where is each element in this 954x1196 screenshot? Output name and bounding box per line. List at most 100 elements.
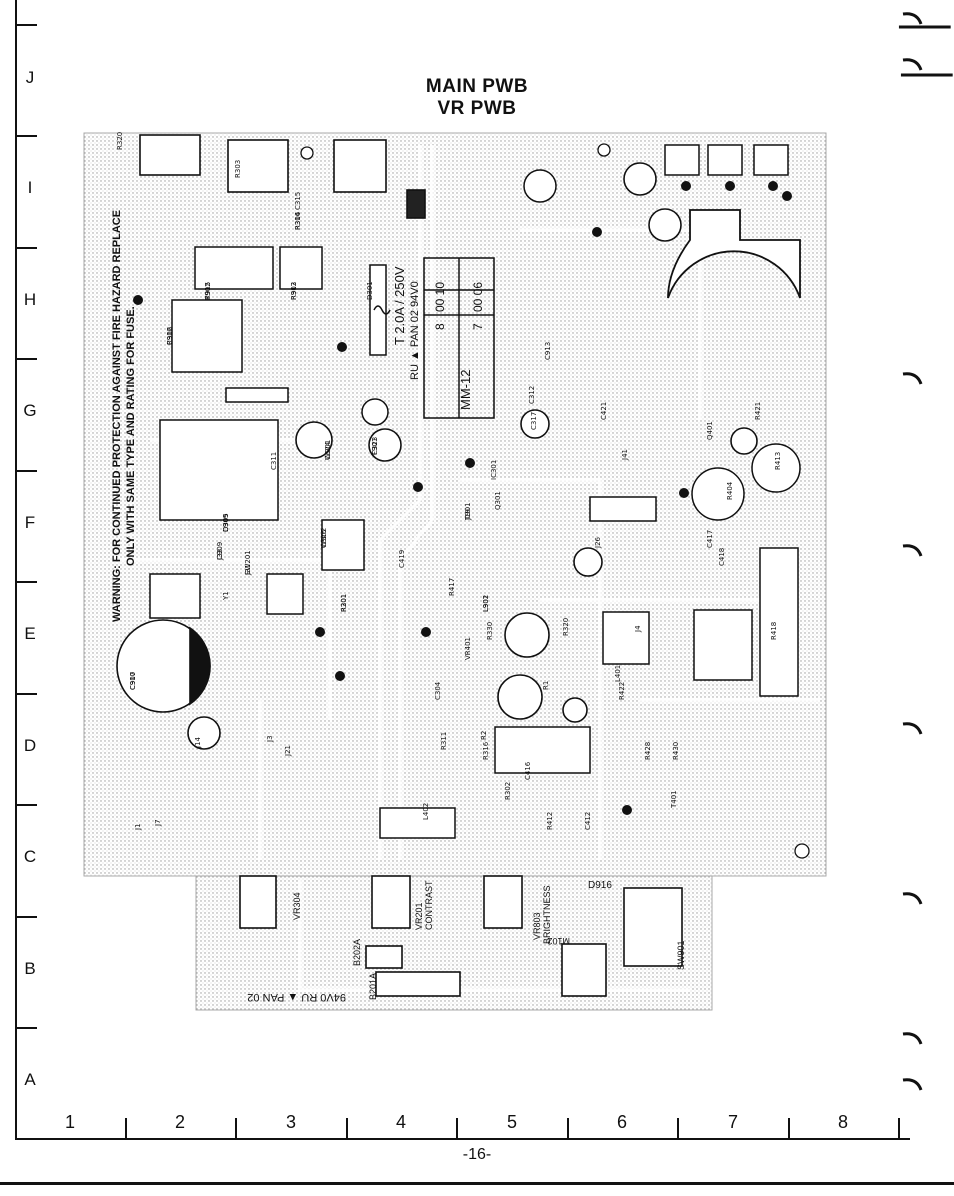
row-label-d: D [23,736,37,755]
designator-d305: D305 [222,513,230,532]
label-vr201: VR201 [414,902,424,930]
designator-r2: R2 [480,731,488,740]
designator-w901: W901 [324,440,332,460]
designator-c317: C317 [530,412,538,430]
column-label-6: 6 [616,1112,627,1132]
designator-c913: C913 [544,342,552,360]
designator-j21: J21 [284,745,292,757]
designator-r413: R413 [774,452,782,470]
designator-c323: C323 [371,437,379,455]
designator-j4: J4 [634,625,642,633]
designator-c302: C302 [166,327,174,345]
column-label-1: 1 [64,1112,75,1132]
mounting-hole [300,143,810,859]
designator-r915: R915 [204,282,212,300]
row-divider [15,1027,37,1029]
ic-package [379,496,799,839]
column-label-8: 8 [837,1112,848,1132]
designator-ic301: IC301 [490,460,498,480]
binding-marks [902,12,923,1091]
designator-r412: R412 [546,812,554,830]
designator-c307: C307 [129,672,137,690]
designator-t902: T902 [204,282,212,301]
designator-r303: R303 [234,160,242,178]
designator-t901: T901 [464,502,472,521]
top-connectors [139,134,426,219]
designator-c311: C311 [270,452,278,470]
designator-c418: C418 [718,548,726,566]
test-point [133,181,792,815]
row-label-b: B [24,959,36,978]
designator-c324: C324 [324,441,332,460]
designator-r314: R314 [294,211,302,230]
designator-r1: R1 [542,681,550,690]
code-0006: 00 06 [471,282,485,312]
designator-j19: J19 [464,509,472,521]
label-sw901: SW901 [676,940,686,970]
designator-d301: D301 [366,281,374,300]
label-b202a: B202A [352,939,362,966]
column-divider [125,1118,127,1140]
designator-vr401: VR401 [464,637,472,660]
trimmer-pot [664,144,789,176]
title-vr-pwb: VR PWB [437,98,517,119]
designator-c315: C315 [294,192,302,210]
row-label-j: J [25,68,35,87]
code-0010: 00 10 [433,282,447,312]
column-divider [235,1118,237,1140]
column-label-3: 3 [285,1112,296,1132]
designator-r404: R404 [726,481,734,500]
row-divider [15,581,37,583]
designator-l302: L302 [482,595,490,612]
designator-c326: C326 [320,529,328,548]
designator-sw201: SW201 [244,550,252,575]
board-marking-main: RU ▲ PAN 02 94V0 [409,281,421,380]
fuse-rating-text: T 2.0A / 250V [392,266,407,345]
designator-r916: R916 [166,326,174,345]
vr-board-parts [239,875,683,997]
warning-text-line1: WARNING: FOR CONTINUED PROTECTION AGAINS… [111,210,123,622]
designator-c421: C421 [600,402,608,420]
fuse-f901 [369,264,391,356]
designator-q301: Q301 [494,491,502,510]
column-divider [898,1118,900,1140]
designator-c412: C412 [584,812,592,830]
label-b201a: B201A [368,973,378,1000]
label-brightness: BRIGHTNESS [542,885,552,944]
row-divider [15,470,37,472]
designator-j33: J33 [216,549,224,561]
designator-j3: J3 [266,735,274,743]
code-8: 8 [433,323,447,330]
row-label-g: G [23,401,37,420]
designator-c312: C312 [528,386,536,404]
page-number: -16- [462,1146,492,1163]
row-divider [15,24,37,26]
designator-l901: L901 [482,595,490,612]
designator-c910: C910 [129,672,137,690]
row-divider [15,358,37,360]
designator-c909: C909 [222,514,230,532]
label-contrast: CONTRAST [424,880,434,930]
designator-c416: C416 [524,761,532,780]
designator-r418: R418 [770,622,778,640]
column-label-4: 4 [395,1112,406,1132]
designator-c419: C419 [398,550,406,568]
label-m102: M102 [547,936,570,946]
yoke-outline [667,209,801,299]
row-divider [15,135,37,137]
designator-r311: R311 [440,732,448,750]
row-label-h: H [23,290,37,309]
designator-r306: R306 [294,211,302,230]
designator-r320: R320 [116,132,124,150]
transformer-block [149,246,365,619]
designator-w902: W902 [320,528,328,548]
designator-r417: R417 [448,578,456,596]
row-divider [15,693,37,695]
column-divider [346,1118,348,1140]
designator-j14: J14 [194,736,202,749]
row-label-i: I [27,178,33,197]
electrolytic-capacitor [116,162,758,750]
component-designators: C307T902C302R902R306C909J33J31R301C326C3… [116,132,782,831]
board-text: WARNING: FOR CONTINUED PROTECTION AGAINS… [111,210,686,1003]
